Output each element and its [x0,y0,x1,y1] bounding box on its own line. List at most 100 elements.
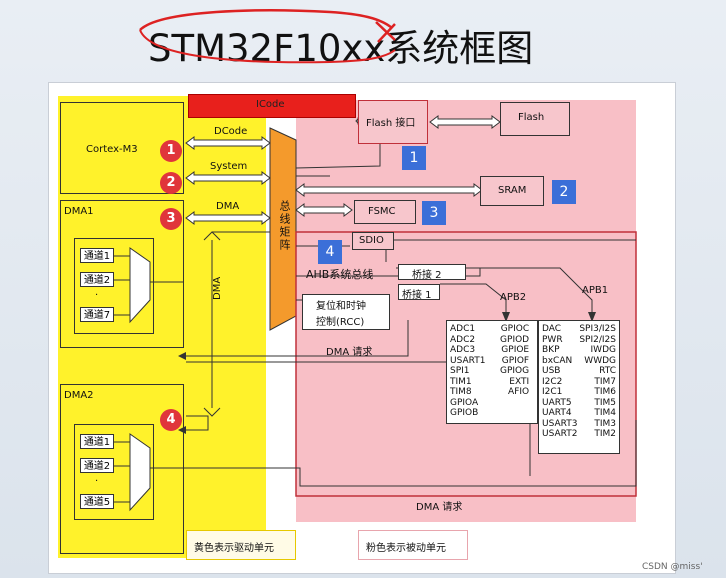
dma2-ellipsis: · [95,476,99,487]
cortex-block [60,102,184,194]
page-title: STM32F10xx系统框图 [148,27,534,70]
flash-interface-label: Flash 接口 [366,118,416,129]
apb2-peripheral: EXTI [509,376,530,387]
apb1-peripheral: RTC [599,366,616,376]
apb2-peripheral: GPIOE [501,345,530,355]
fsmc-block [354,200,416,224]
apb2-peripheral: AFIO [508,387,530,397]
sdio-block [352,232,394,250]
icode-bus [188,94,356,118]
legend-pink [358,530,468,560]
cortex-label: Cortex-M3 [86,144,138,155]
dma2-block [60,384,184,554]
dma2-label: DMA2 [64,390,94,401]
dma1-label: DMA1 [64,206,94,217]
active-area [58,96,266,558]
apb1-peripheral: TIM3 [594,418,616,429]
apb1-peripheral: TIM2 [594,429,616,439]
apb2-label: APB2 [500,292,527,303]
apb1-peripheral: I2C2 [542,376,563,387]
rcc-line1: 复位和时钟 [316,301,366,312]
apb2-peripheral: GPIOB [450,408,479,418]
dma1-channel-frame [74,238,154,334]
bridge2-block [398,264,466,280]
badge-red-4: 4 [160,409,182,431]
dma2-channel-2: 通道2 [80,458,114,473]
dma-vertical-label: DMA [212,276,223,300]
bridge1-label: 桥接 1 [402,290,432,301]
dma1-channel-1: 通道1 [80,248,114,263]
rcc-line2: 控制(RCC) [316,317,365,328]
apb1-peripheral: USB [542,366,561,376]
rcc-block [302,294,390,330]
apb1-peripheral: BKP [542,345,560,355]
apb1-peripheral: TIM7 [594,376,616,387]
apb1-peripheral: UART4 [542,408,572,418]
apb2-peripheral: TIM1 [450,376,472,387]
badge-red-2: 2 [160,172,182,194]
apb2-peripheral: TIM8 [450,387,472,397]
apb2-peripheral: ADC3 [450,345,476,355]
dma-bus-label: DMA [216,201,240,212]
apb2-peripheral: SPI1 [450,366,470,376]
bridge2-label: 桥接 2 [412,270,442,281]
apb2-peripheral: GPIOD [500,334,530,345]
badge-blue-4: 4 [318,240,342,264]
apb2-peripheral: GPIOA [450,397,479,408]
apb2-peripheral: ADC1 [450,324,476,334]
apb2-peripheral: USART1 [450,355,486,366]
badge-red-1: 1 [160,140,182,162]
sdio-label: SDIO [359,235,384,246]
badge-blue-3: 3 [422,201,446,225]
dma2-channel-5: 通道5 [80,494,114,509]
apb1-peripheral: IWDG [590,345,616,355]
bus-matrix-label: 总线矩阵 [278,200,291,252]
apb1-peripheral: SPI3/I2S [579,324,616,334]
bridge1-block [398,284,440,300]
flash-label: Flash [518,112,545,123]
sram-label: SRAM [498,185,527,196]
dma2-channel-frame [74,424,154,520]
apb1-peripherals-block [538,320,620,454]
dma1-block [60,200,184,348]
flash-block [500,102,570,136]
system-label: System [210,161,248,172]
dma1-channel-2: 通道2 [80,272,114,287]
apb1-label: APB1 [582,285,609,296]
legend-pink-text: 粉色表示被动单元 [366,543,446,554]
apb1-peripheral: bxCAN [542,355,573,366]
badge-blue-2: 2 [552,180,576,204]
badge-red-3: 3 [160,208,182,230]
dma2-channel-1: 通道1 [80,434,114,449]
apb2-peripherals-block [446,320,538,424]
apb1-peripheral: UART5 [542,397,572,408]
dcode-label: DCode [214,126,248,137]
apb1-peripheral: WWDG [584,355,616,366]
apb2-peripheral: GPIOG [500,366,530,376]
flash-interface-block [358,100,428,144]
ahb-label: AHB系统总线 [306,268,374,281]
apb2-peripheral: GPIOC [500,324,530,334]
apb1-peripheral: DAC [542,324,562,334]
fsmc-label: FSMC [368,206,396,217]
apb1-peripheral: TIM4 [594,408,616,418]
dma-request-label-2: DMA 请求 [416,502,463,513]
legend-yellow-text: 黄色表示驱动单元 [194,543,274,554]
apb1-peripheral: I2C1 [542,387,563,397]
apb2-peripheral: GPIOF [501,355,530,366]
apb1-peripheral: USART3 [542,418,578,429]
icode-label: ICode [256,99,285,110]
watermark: CSDN @miss' [642,562,703,572]
apb1-peripheral: TIM5 [594,397,616,408]
apb1-peripheral: USART2 [542,429,578,439]
sram-block [480,176,544,206]
apb2-peripheral: ADC2 [450,334,476,345]
dma1-channel-7: 通道7 [80,307,114,322]
